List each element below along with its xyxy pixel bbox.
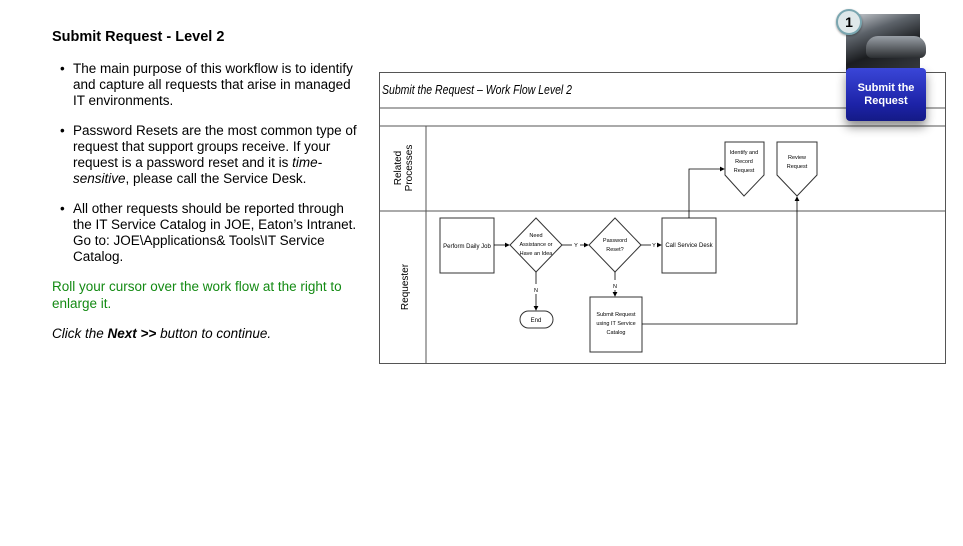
node-label: Review (788, 155, 806, 161)
workflow-diagram[interactable]: Submit the Request – Work Flow Level 2 R… (379, 72, 946, 364)
bullet-item: • Password Resets are the most common typ… (58, 123, 358, 187)
node-label: Need (529, 233, 542, 239)
node-label: Record (735, 159, 753, 165)
cta-text-tail: button to continue. (156, 326, 272, 341)
node-label: Catalog (607, 330, 626, 336)
bullet-item: • The main purpose of this workflow is to… (58, 61, 358, 109)
bullet-text: The main purpose of this workflow is to … (73, 61, 353, 108)
edge-label-no: N (613, 284, 617, 290)
rollover-hint: Roll your cursor over the work flow at t… (52, 279, 342, 311)
submit-the-request-button[interactable]: Submit the Request (846, 68, 926, 121)
lane-label-line: Related (393, 151, 404, 185)
node-label: Request (734, 168, 755, 174)
next-label: Next >> (107, 326, 157, 341)
continue-instruction: Click the Next >> button to continue. (52, 326, 271, 341)
node-label: Identify and (730, 150, 758, 156)
bullet-list: • The main purpose of this workflow is to… (58, 61, 358, 279)
edge-label-yes: Y (574, 243, 578, 249)
bullet-glyph: • (60, 201, 65, 216)
node-label: using IT Service (596, 321, 635, 327)
bullet-emphasis: time-sensitive (73, 155, 323, 186)
node-label: Password (603, 238, 627, 244)
step-badge: 1 Submit the Request (832, 8, 942, 148)
node-end (519, 310, 554, 329)
bullet-item: • All other requests should be reported t… (58, 201, 358, 265)
node-perform-daily-job (439, 217, 495, 274)
node-label: Reset? (606, 247, 623, 253)
cta-text: Click the (52, 326, 108, 341)
edge-label-no: N (534, 288, 538, 294)
bullet-text-tail: , please call the Service Desk. (125, 171, 307, 186)
bullet-glyph: • (60, 61, 65, 76)
workflow-title: Submit the Request – Work Flow Level 2 (382, 83, 572, 97)
lane-label-related: Related Processes (393, 145, 415, 192)
node-label: Request (787, 164, 808, 170)
node-label: End (531, 318, 542, 324)
node-label: Perform Daily Job (443, 244, 491, 250)
node-label: Have an Idea (520, 251, 554, 257)
bullet-text: All other requests should be reported th… (73, 201, 357, 264)
edge-submit-to-review (642, 196, 800, 325)
step-number-badge: 1 (836, 9, 862, 35)
node-label: Submit Request (596, 312, 636, 318)
bullet-glyph: • (60, 123, 65, 138)
telephone-icon (866, 36, 926, 58)
node-identify-record (724, 141, 765, 197)
node-call-service-desk (661, 217, 717, 274)
lane-label-line: Requester (400, 263, 411, 310)
edge-call-to-identify (688, 166, 725, 218)
page-title: Submit Request - Level 2 (52, 29, 225, 45)
lane-label-line: Processes (404, 145, 415, 192)
lane-label-requester: Requester (400, 263, 411, 310)
edge-label-yes: Y (652, 243, 656, 249)
button-label: Submit the Request (857, 81, 915, 107)
node-submit-request (589, 296, 643, 353)
node-label: Call Service Desk (665, 243, 713, 249)
node-review-request (776, 141, 818, 197)
node-label: Assistance or (519, 242, 552, 248)
bullet-text: Password Resets are the most common type… (73, 123, 357, 170)
